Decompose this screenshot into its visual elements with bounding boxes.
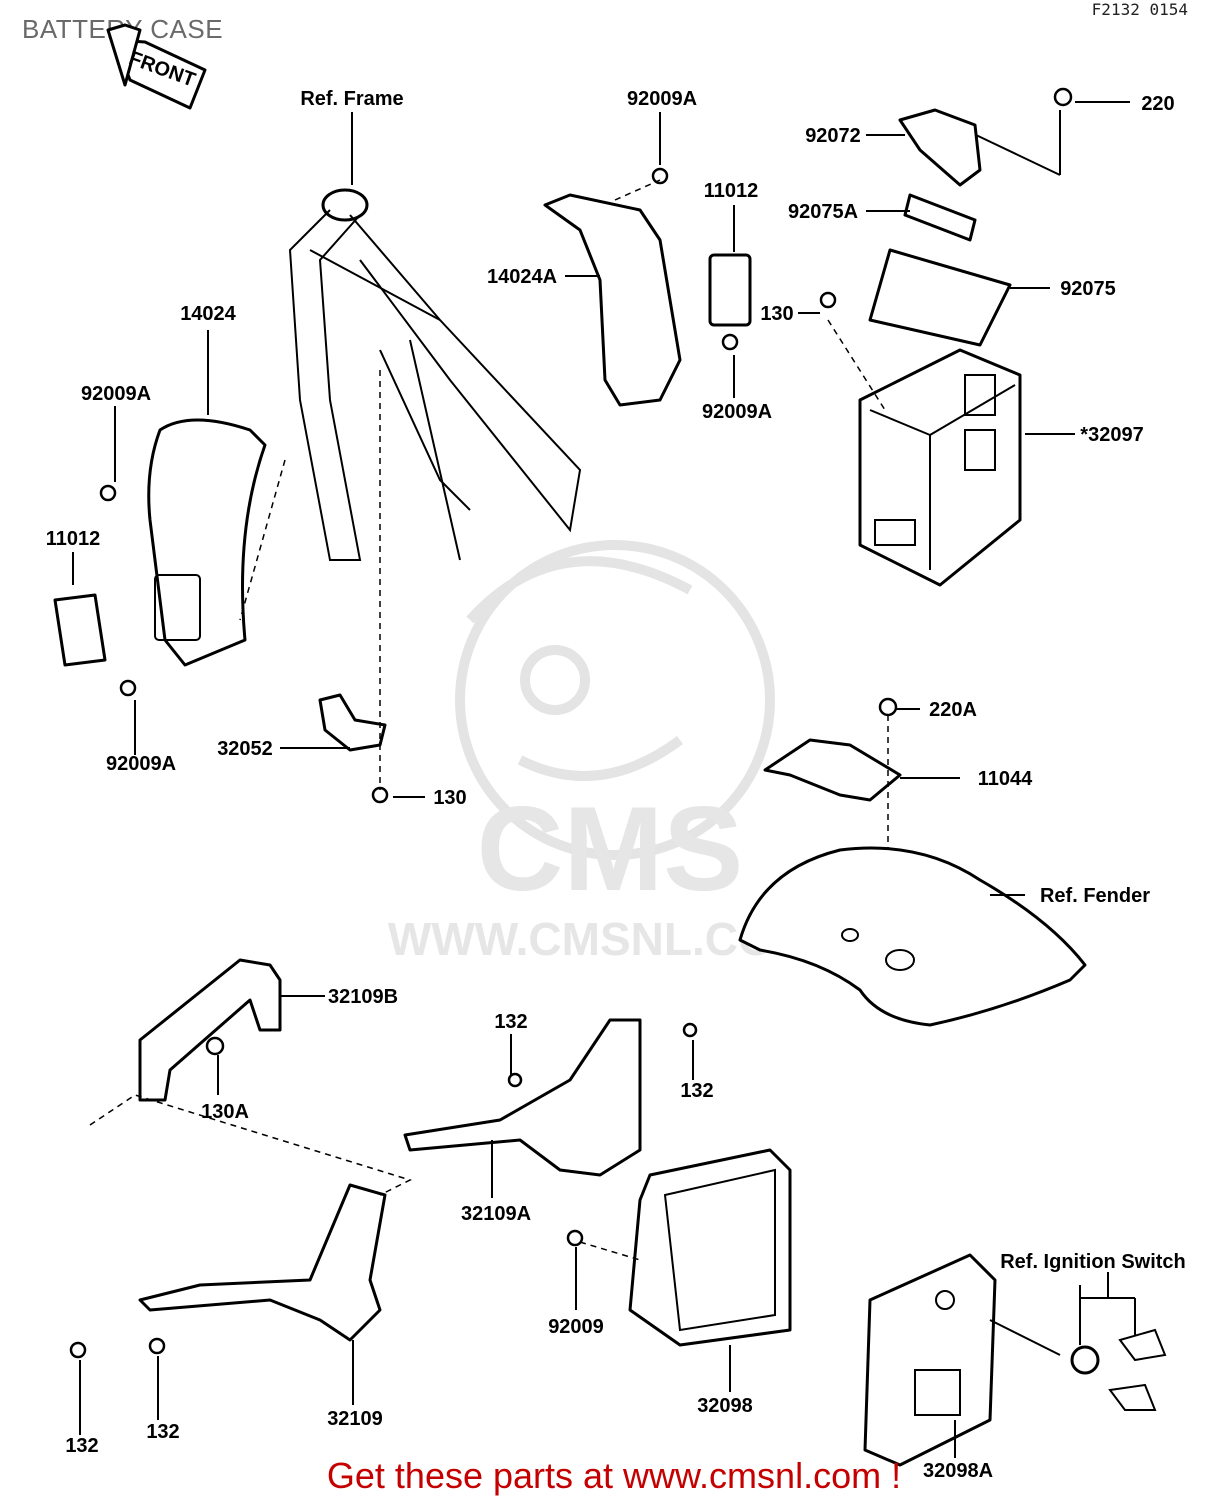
label-11044: 11044 [978, 768, 1033, 790]
bracket-11044-part [763, 738, 902, 802]
label-11012-top: 11012 [704, 180, 759, 202]
label-ref-fender: Ref. Fender [1040, 885, 1150, 907]
label-32098A: 32098A [923, 1460, 993, 1482]
diagram-ref-code: F2132 0154 [1091, 0, 1188, 19]
bracket-14024A-part [543, 193, 752, 407]
label-92072: 92072 [805, 125, 861, 147]
label-220: 220 [1141, 93, 1174, 115]
rail-32109-part [138, 1183, 387, 1342]
label-14024: 14024 [180, 303, 236, 325]
label-130-bottom: 130 [433, 787, 466, 809]
watermark: CMS WWW.CMSNL.COM [388, 540, 812, 965]
label-220A: 220A [929, 699, 977, 721]
label-32109A: 32109A [461, 1203, 531, 1225]
battery-case-part [858, 348, 1022, 587]
assembly-lines [89, 179, 889, 1261]
label-132-b: 132 [680, 1080, 713, 1102]
label-132-a: 132 [494, 1011, 527, 1033]
leader-lines [72, 101, 1136, 1458]
fender-part [738, 846, 1087, 1027]
label-32109B: 32109B [328, 986, 398, 1008]
label-92009A-mid: 92009A [702, 401, 772, 423]
label-ref-ignition-switch: Ref. Ignition Switch [1000, 1251, 1186, 1273]
label-32097: *32097 [1080, 424, 1143, 446]
label-92075: 92075 [1060, 278, 1116, 300]
label-130-top: 130 [760, 303, 793, 325]
label-92009A-top: 92009A [627, 88, 697, 110]
footer-call-to-action[interactable]: Get these parts at www.cmsnl.com ! [326, 1455, 902, 1496]
label-32098: 32098 [697, 1395, 753, 1417]
watermark-brand: CMS [477, 782, 744, 916]
part-labels: Ref. Frame 92009A 220 92072 11012 92075A… [46, 88, 1186, 1482]
battery-cover-left-part [53, 418, 267, 667]
bracket-32052-part [318, 693, 387, 752]
label-32052: 32052 [217, 738, 273, 760]
label-11012-left: 11012 [46, 528, 101, 550]
frame-part [288, 188, 582, 561]
bolts [69, 87, 1073, 1359]
side-case-32098-part [628, 1148, 792, 1347]
label-132-d: 132 [146, 1421, 179, 1443]
side-cover-32098A-part [863, 1253, 997, 1467]
label-130A: 130A [201, 1101, 249, 1123]
label-92009A-bottom: 92009A [106, 753, 176, 775]
label-14024A: 14024A [487, 266, 557, 288]
ignition-switch-parts [1070, 1328, 1167, 1411]
label-92009A-left: 92009A [81, 383, 151, 405]
front-direction-badge: FRONT [106, 23, 207, 110]
side-rail-32109A-part [403, 1018, 642, 1177]
label-ref-frame: Ref. Frame [300, 88, 403, 110]
label-92009: 92009 [548, 1316, 604, 1338]
label-32109: 32109 [327, 1408, 383, 1430]
upper-hardware-parts [868, 108, 1012, 347]
label-132-c: 132 [65, 1435, 98, 1457]
label-92075A: 92075A [788, 201, 858, 223]
grab-rail-32109B-part [138, 958, 282, 1102]
